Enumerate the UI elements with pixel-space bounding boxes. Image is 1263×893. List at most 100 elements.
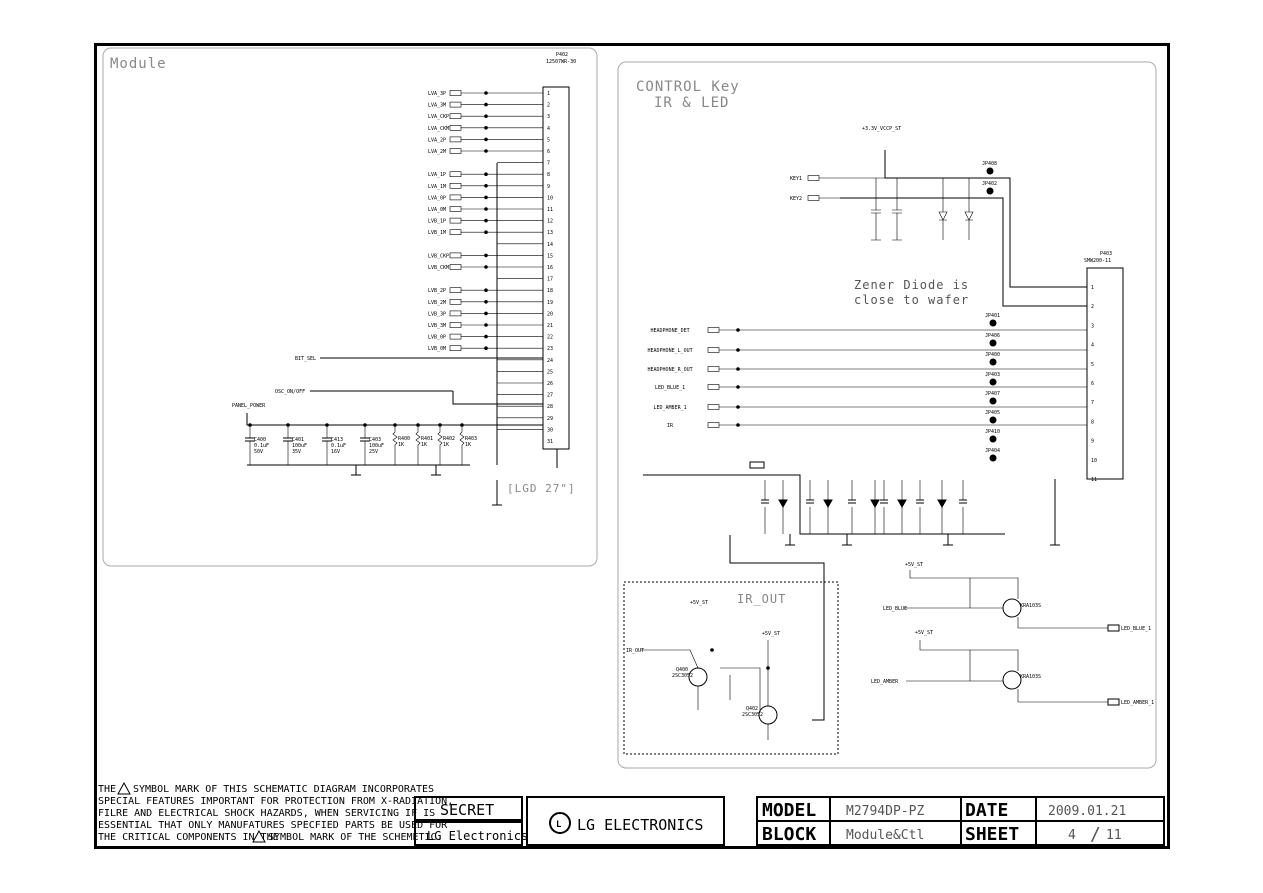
control-connector-ref: P403 — [1100, 251, 1112, 257]
lgd-note: [LGD 27"] — [507, 482, 576, 495]
key-input-label: KEY1 — [790, 176, 802, 182]
jumper-pad-icon — [989, 454, 997, 462]
port-flag-icon — [449, 229, 462, 235]
port-flag-icon — [449, 252, 462, 259]
transistor-icon — [1002, 670, 1022, 690]
module-capacitors: C4000.1uF50VC401100uF35VC4130.1uF16VC403… — [245, 423, 384, 465]
port-flag-icon — [1107, 624, 1120, 632]
led-vcc-label: +5V_ST — [905, 562, 923, 568]
resistor-ref: R403 — [465, 436, 477, 442]
svg-text:KRA103S: KRA103S — [1020, 603, 1041, 609]
jumper-pad-icon — [989, 378, 997, 386]
port-flag-icon — [707, 366, 720, 372]
jumper-label: JP404 — [985, 448, 1000, 454]
port-flag-icon — [807, 195, 820, 201]
svg-text:THE CRITICAL COMPONENTS IN THE: THE CRITICAL COMPONENTS IN THE — [98, 832, 279, 843]
module-pin-number: 4 — [547, 126, 550, 132]
module-pin-number: 10 — [547, 195, 553, 201]
resistor-value: 1K — [443, 442, 449, 448]
module-pin-number: 31 — [547, 439, 553, 445]
zener-diode-icon — [937, 499, 947, 509]
control-pin-number: 1 — [1091, 285, 1094, 291]
control-pin-number: 3 — [1091, 323, 1094, 329]
jumper-label: JP407 — [985, 391, 1000, 397]
port-flag-icon — [449, 206, 462, 212]
panel-power-label: PANEL_POWER — [232, 403, 266, 409]
control-title-1: CONTROL Key — [636, 79, 740, 95]
control-pin-number: 6 — [1091, 381, 1094, 387]
ir-vcc-label: +5V_ST — [690, 600, 708, 606]
svg-text:SYMBOL MARK OF THIS SCHEMATIC: SYMBOL MARK OF THIS SCHEMATIC DIAGRAM IN… — [133, 784, 434, 795]
module-pin-number: 29 — [547, 416, 553, 422]
lvds-signal-label: LVB_1P — [428, 219, 446, 225]
warning-icon — [117, 781, 131, 795]
lvds-signal-label: LVA_3M — [428, 103, 446, 109]
ir-out-box — [623, 581, 839, 755]
resistor-ref: R401 — [421, 436, 433, 442]
port-flag-icon — [449, 298, 462, 305]
svg-text:SPECIAL FEATURES IMPORTANT FOR: SPECIAL FEATURES IMPORTANT FOR PROTECTIO… — [98, 796, 453, 807]
block-label: BLOCK — [762, 824, 816, 845]
port-flag-icon — [449, 310, 462, 317]
port-flag-icon — [449, 101, 462, 108]
jumper-label: JP408 — [982, 161, 997, 167]
control-pin-number: 11 — [1091, 477, 1097, 483]
jumper-label: JP400 — [985, 352, 1000, 358]
capacitor-value: 0.1uF — [331, 443, 346, 449]
control-pin-number: 8 — [1091, 419, 1094, 425]
module-lvds-labels: LVA_3PLVA_3MLVA_CKPLVA_CKMLVA_2PLVA_2MLV… — [428, 90, 497, 352]
control-pin-number: 5 — [1091, 362, 1094, 368]
lvds-signal-label: LVA_CKP — [428, 114, 449, 120]
capacitor-ref: C400 — [254, 437, 266, 443]
port-flag-icon — [449, 345, 462, 352]
control-signal-inputs: HEADPHONE_DET[object Object]HEADPHONE_L_… — [648, 327, 1087, 429]
port-flag-icon — [707, 347, 720, 353]
resistor-icon — [459, 425, 465, 465]
module-pin-number: 24 — [547, 358, 553, 364]
module-connector-ref: P402 — [556, 52, 568, 58]
resistor-icon — [415, 425, 421, 465]
resistor-icon — [392, 425, 398, 465]
control-vcc-label: +3.3V_VCCP_ST — [862, 126, 901, 132]
svg-text:2SC3052: 2SC3052 — [742, 712, 763, 718]
module-connector-pins: 1234567891011121314151617181920212223242… — [497, 91, 553, 445]
warning-icon — [252, 829, 266, 843]
port-flag-icon — [707, 327, 720, 333]
svg-text:THE: THE — [98, 784, 116, 795]
notice-text: THE SYMBOL MARK OF THIS SCHEMATIC DIAGRA… — [98, 781, 453, 843]
module-panel — [102, 47, 598, 567]
ir-in-label: IR_OUT — [626, 648, 644, 654]
capacitor-voltage: 25V — [369, 449, 378, 455]
jumper-pad-icon — [986, 187, 994, 195]
port-flag-icon — [449, 264, 462, 270]
module-pin-number: 27 — [547, 393, 553, 399]
resistor-ref: R400 — [398, 436, 410, 442]
jumper-label: JP401 — [985, 313, 1000, 319]
control-signal-label: IR — [667, 423, 674, 429]
svg-text:Q400: Q400 — [676, 667, 688, 673]
lvds-signal-label: LVB_0P — [428, 335, 446, 341]
resistor-value: 1K — [398, 442, 404, 448]
zener-diode-icon — [897, 499, 907, 509]
module-pin-number: 14 — [547, 242, 553, 248]
date-value: 2009.01.21 — [1048, 804, 1126, 819]
svg-text:ESSENTIAL THAT ONLY MANUFATURE: ESSENTIAL THAT ONLY MANUFATURES SPECFIED… — [98, 820, 448, 831]
capacitor-ref: C403 — [369, 437, 381, 443]
port-flag-icon — [449, 287, 462, 294]
svg-text:2SC3052: 2SC3052 — [672, 673, 693, 679]
capacitor-value: 0.1uF — [254, 443, 269, 449]
osd-label: OSC_ON/OFF — [275, 389, 305, 395]
sheet-total: 11 — [1106, 828, 1122, 843]
module-pin-number: 2 — [547, 103, 550, 109]
zener-diode-icon — [778, 499, 788, 509]
module-pin-number: 8 — [547, 172, 550, 178]
zener-diode-icon — [964, 178, 974, 240]
control-pin-number: 7 — [1091, 400, 1094, 406]
control-signal-label: LED_BLUE_1 — [655, 385, 685, 391]
resistor-icon — [437, 425, 443, 465]
capacitor-voltage: 16V — [331, 449, 340, 455]
module-pin-number: 20 — [547, 311, 553, 317]
port-flag-icon — [449, 333, 462, 340]
